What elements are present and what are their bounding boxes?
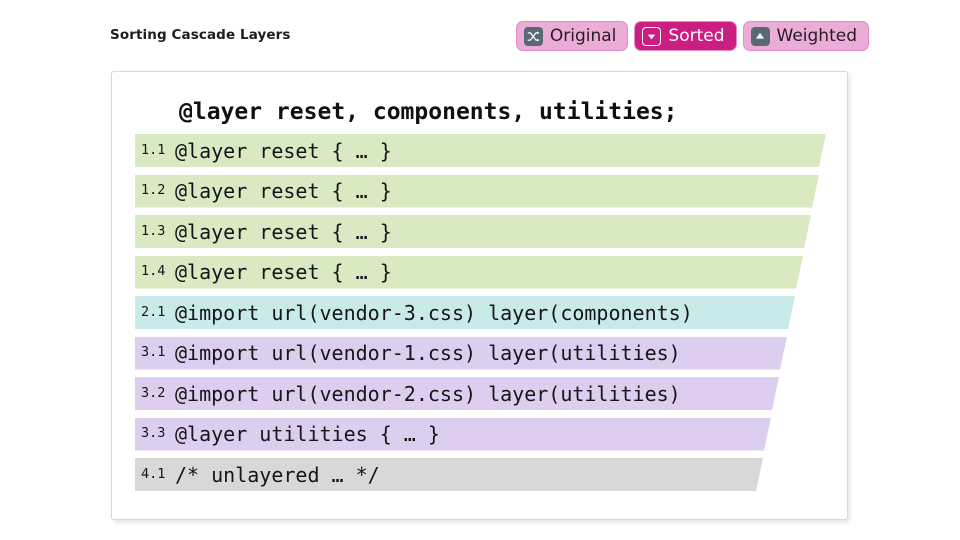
- layer-row-code: @layer reset { … }: [175, 179, 392, 203]
- layer-row-number: 3.3: [141, 425, 166, 442]
- layer-row[interactable]: 1.3 @layer reset { … }: [135, 215, 847, 248]
- layer-row-code: @layer reset { … }: [175, 219, 392, 244]
- layer-row-code: @import url(vendor-1.css) layer(utilitie…: [175, 341, 681, 365]
- layer-row[interactable]: 3.2 @import url(vendor-2.css) layer(utili…: [135, 377, 847, 410]
- mode-button-original[interactable]: Original: [515, 21, 629, 51]
- triangle-up-icon: [750, 26, 770, 46]
- layer-row-background: [135, 458, 764, 491]
- layer-row[interactable]: 2.1 @import url(vendor-3.css) layer(compo…: [135, 296, 847, 329]
- cascade-layers-card: @layer reset, components, utilities; 1.1…: [111, 71, 848, 520]
- layer-row-code: @layer reset { … }: [175, 138, 392, 163]
- mode-button-weighted[interactable]: Weighted: [742, 21, 869, 51]
- top-bar: Sorting Cascade Layers Original: [0, 0, 960, 66]
- layer-row-background: [135, 255, 804, 289]
- shuffle-icon: [523, 26, 543, 46]
- layer-row-background: [135, 296, 796, 329]
- triangle-down-icon: [642, 26, 662, 46]
- layer-row-code: @layer utilities { … }: [175, 422, 440, 446]
- layer-row[interactable]: 1.4 @layer reset { … }: [135, 255, 847, 289]
- layer-row-code: /* unlayered … */: [175, 462, 380, 487]
- layer-row[interactable]: 3.1 @import url(vendor-1.css) layer(utili…: [135, 336, 847, 370]
- layer-row[interactable]: 4.1 /* unlayered … */: [135, 458, 847, 491]
- mode-switch: Original Sorted Weighted: [515, 21, 869, 51]
- mode-button-sorted-label: Sorted: [668, 25, 725, 46]
- mode-button-sorted[interactable]: Sorted: [634, 21, 737, 51]
- layer-row-background: [135, 377, 780, 410]
- mode-button-weighted-label: Weighted: [776, 25, 857, 46]
- page-title: Sorting Cascade Layers: [110, 27, 291, 43]
- layer-row-number: 1.4: [141, 263, 166, 280]
- layer-row-code: @layer reset { … }: [175, 260, 392, 284]
- layer-row[interactable]: 1.1 @layer reset { … }: [135, 134, 847, 167]
- layer-row-background: [135, 417, 771, 451]
- layer-row-code: @import url(vendor-2.css) layer(utilitie…: [175, 381, 681, 406]
- layer-row-number: 3.1: [141, 344, 166, 361]
- layer-row-code: @import url(vendor-3.css) layer(componen…: [175, 300, 693, 325]
- layer-row-number: 3.2: [141, 384, 166, 401]
- layer-row-background: [135, 174, 820, 208]
- layer-row-background: [135, 336, 788, 370]
- layer-row-number: 1.1: [141, 141, 166, 158]
- layer-row[interactable]: 3.3 @layer utilities { … }: [135, 417, 847, 451]
- mode-button-original-label: Original: [549, 25, 617, 46]
- layer-row-background: [135, 215, 811, 248]
- layer-row[interactable]: 1.2 @layer reset { … }: [135, 174, 847, 208]
- layer-row-number: 4.1: [141, 465, 166, 482]
- layer-row-number: 2.1: [141, 303, 166, 320]
- layer-row-number: 1.2: [141, 182, 166, 199]
- layer-rows-list: 1.1 @layer reset { … } 1.2 @layer reset { ……: [135, 134, 847, 499]
- layer-statement: @layer reset, components, utilities;: [179, 99, 678, 125]
- layer-row-number: 1.3: [141, 222, 166, 239]
- layer-row-background: [135, 134, 826, 167]
